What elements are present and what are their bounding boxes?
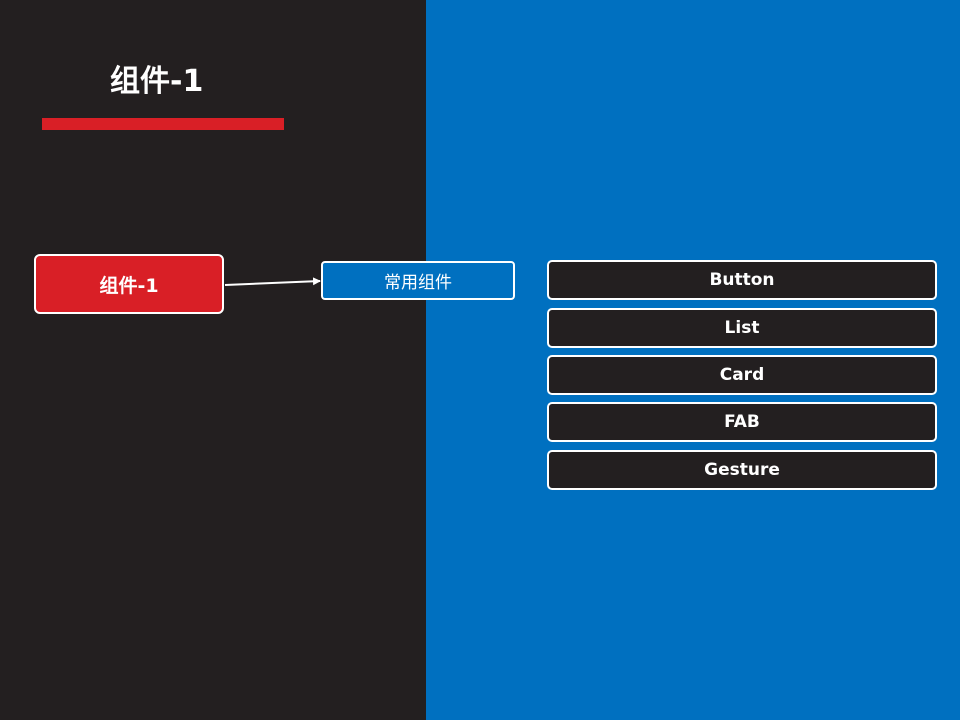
root-node: 组件-1 (34, 254, 224, 314)
leaf-node-card: Card (547, 355, 937, 395)
category-node: 常用组件 (321, 261, 515, 300)
leaf-node-list: List (547, 308, 937, 348)
leaf-node-fab: FAB (547, 402, 937, 442)
left-panel (0, 0, 426, 720)
leaf-node-gesture: Gesture (547, 450, 937, 490)
slide-title: 组件-1 (110, 64, 204, 99)
leaf-node-button: Button (547, 260, 937, 300)
title-underline-bar (42, 118, 284, 130)
